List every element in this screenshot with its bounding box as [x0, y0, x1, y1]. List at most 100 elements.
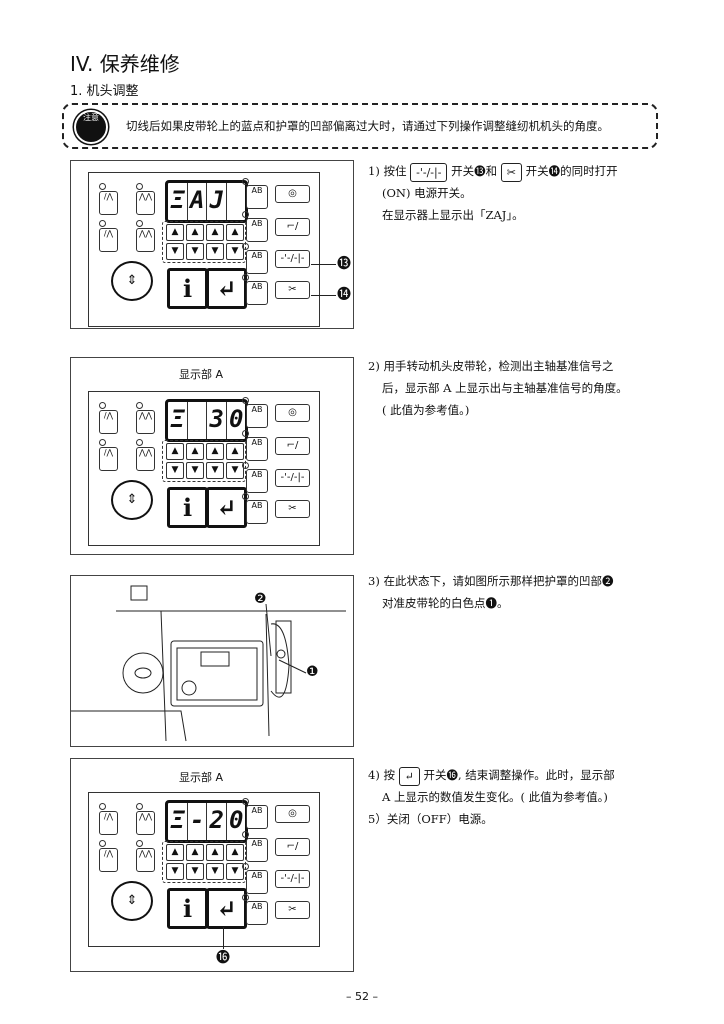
slow-start-button[interactable]: ⌐/: [275, 838, 310, 856]
down-arrow-button[interactable]: ▼: [186, 462, 204, 479]
display-digit: Ξ: [168, 402, 188, 439]
info-button[interactable]: i: [167, 268, 208, 309]
thread-trimmer-button[interactable]: -'-/-|-: [275, 250, 310, 268]
pattern-button[interactable]: ⋀⋀: [136, 191, 155, 215]
function-button[interactable]: AB: [246, 805, 268, 829]
callout-2: ❷: [254, 591, 267, 607]
down-arrow-button[interactable]: ▼: [226, 462, 244, 479]
pattern-button[interactable]: /⋀: [99, 811, 118, 835]
pattern-button[interactable]: /⋀: [99, 410, 118, 434]
function-button[interactable]: AB: [246, 838, 268, 862]
pattern-button[interactable]: ⋀⋀: [136, 848, 155, 872]
pattern-button[interactable]: /⋀: [99, 191, 118, 215]
led-indicator: [242, 831, 249, 838]
callout-arrow: [223, 927, 225, 949]
thread-trimmer-button[interactable]: -'-/-|-: [275, 469, 310, 487]
caution-icon-text: 注意: [83, 113, 99, 122]
led-indicator: [99, 402, 106, 409]
pattern-button[interactable]: ⋀⋀: [136, 228, 155, 252]
function-button[interactable]: AB: [246, 901, 268, 925]
up-arrow-button[interactable]: ▲: [186, 844, 204, 861]
led-indicator: [242, 798, 249, 805]
step1-text: 1) 按住: [368, 164, 407, 178]
pattern-button[interactable]: ⋀⋀: [136, 811, 155, 835]
down-arrow-button[interactable]: ▼: [186, 243, 204, 260]
up-arrow-button[interactable]: ▲: [166, 443, 184, 460]
enter-button[interactable]: ↵: [206, 888, 247, 929]
function-button[interactable]: AB: [246, 250, 268, 274]
display-digit: J: [207, 183, 227, 220]
led-indicator: [99, 840, 106, 847]
wiper-button[interactable]: ✂: [275, 901, 310, 919]
led-indicator: [136, 840, 143, 847]
up-arrow-button[interactable]: ▲: [186, 443, 204, 460]
pattern-button[interactable]: /⋀: [99, 228, 118, 252]
function-button[interactable]: AB: [246, 469, 268, 493]
pattern-button[interactable]: ⋀⋀: [136, 410, 155, 434]
step1-text: 开关⓭和: [451, 164, 498, 178]
display-a-label: 显示部 A: [179, 771, 224, 784]
scissor-switch-icon: ✂: [500, 162, 522, 182]
pattern-button[interactable]: /⋀: [99, 848, 118, 872]
up-arrow-button[interactable]: ▲: [166, 844, 184, 861]
needle-up-down-button[interactable]: ⇕: [111, 261, 153, 301]
function-button[interactable]: AB: [246, 218, 268, 242]
down-arrow-button[interactable]: ▼: [186, 863, 204, 880]
slow-start-button[interactable]: ⌐/: [275, 218, 310, 236]
pattern-button[interactable]: /⋀: [99, 447, 118, 471]
function-button[interactable]: AB: [246, 281, 268, 305]
thread-trimmer-button[interactable]: -'-/-|-: [275, 870, 310, 888]
enter-button[interactable]: ↵: [206, 268, 247, 309]
wiper-button[interactable]: ✂: [275, 281, 310, 299]
step3-text: 对准皮带轮的白色点❶。: [382, 596, 509, 610]
info-button[interactable]: i: [167, 487, 208, 528]
step4-text: A 上显示的数值发生变化。( 此值为参考值。): [382, 790, 608, 804]
needle-up-down-button[interactable]: ⇕: [111, 881, 153, 921]
step-2: 2) 用手转动机头皮带轮，检测出主轴基准信号之 后，显示部 A 上显示出与主轴基…: [368, 355, 628, 421]
condensation-button[interactable]: ◎: [275, 185, 310, 203]
condensation-button[interactable]: ◎: [275, 805, 310, 823]
callout-1: ❶: [306, 664, 319, 680]
display-digit: Ξ: [168, 803, 188, 840]
up-arrow-button[interactable]: ▲: [206, 224, 224, 241]
led-indicator: [136, 183, 143, 190]
display-digit: Ξ: [168, 183, 188, 220]
up-arrow-button[interactable]: ▲: [166, 224, 184, 241]
down-arrow-button[interactable]: ▼: [226, 243, 244, 260]
condensation-button[interactable]: ◎: [275, 404, 310, 422]
section-heading: IV. 保养维修: [70, 52, 180, 76]
down-arrow-button[interactable]: ▼: [166, 863, 184, 880]
wiper-button[interactable]: ✂: [275, 500, 310, 518]
function-button[interactable]: AB: [246, 185, 268, 209]
up-arrow-button[interactable]: ▲: [206, 844, 224, 861]
callout-arrow: [311, 295, 336, 297]
slow-start-button[interactable]: ⌐/: [275, 437, 310, 455]
down-arrow-button[interactable]: ▼: [166, 462, 184, 479]
led-indicator: [242, 211, 249, 218]
up-arrow-button[interactable]: ▲: [206, 443, 224, 460]
enter-button[interactable]: ↵: [206, 487, 247, 528]
function-button[interactable]: AB: [246, 437, 268, 461]
up-arrow-button[interactable]: ▲: [186, 224, 204, 241]
led-indicator: [242, 178, 249, 185]
led-indicator: [242, 274, 249, 281]
down-arrow-button[interactable]: ▼: [206, 243, 224, 260]
down-arrow-button[interactable]: ▼: [166, 243, 184, 260]
pattern-button[interactable]: ⋀⋀: [136, 447, 155, 471]
down-arrow-button[interactable]: ▼: [206, 462, 224, 479]
function-button[interactable]: AB: [246, 404, 268, 428]
function-button[interactable]: AB: [246, 870, 268, 894]
function-button[interactable]: AB: [246, 500, 268, 524]
up-arrow-button[interactable]: ▲: [226, 844, 244, 861]
step-4: 4) 按 ↵ 开关⓰, 结束调整操作。此时，显示部 A 上显示的数值发生变化。(…: [368, 764, 615, 830]
step4-text: 4) 按: [368, 768, 395, 782]
up-arrow-button[interactable]: ▲: [226, 443, 244, 460]
down-arrow-button[interactable]: ▼: [206, 863, 224, 880]
down-arrow-button[interactable]: ▼: [226, 863, 244, 880]
up-arrow-button[interactable]: ▲: [226, 224, 244, 241]
needle-up-down-button[interactable]: ⇕: [111, 480, 153, 520]
info-button[interactable]: i: [167, 888, 208, 929]
